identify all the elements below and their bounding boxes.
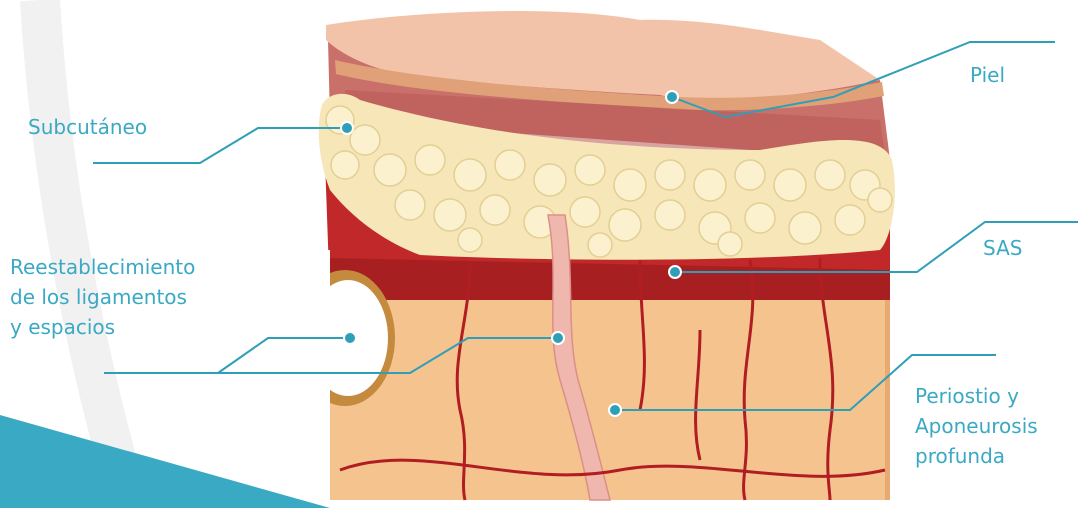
label-piel: Piel: [970, 60, 1005, 90]
label-reestablecimiento-line-1: Reestablecimiento: [10, 252, 195, 282]
label-periostio-line-1: Periostio y: [915, 381, 1038, 411]
label-reestablecimiento: Reestablecimiento de los ligamentos y es…: [10, 252, 195, 342]
leader-dot-subcutaneo: [341, 122, 353, 134]
leader-dot-ligament: [552, 332, 564, 344]
skin-block: [280, 11, 895, 500]
label-sas: SAS: [983, 233, 1022, 263]
label-subcutaneo: Subcutáneo: [28, 112, 147, 142]
leader-dot-periostio: [609, 404, 621, 416]
label-reestablecimiento-line-3: y espacios: [10, 312, 195, 342]
label-periostio: Periostio y Aponeurosis profunda: [915, 381, 1038, 471]
leader-dot-sas: [669, 266, 681, 278]
label-periostio-line-3: profunda: [915, 441, 1038, 471]
label-periostio-line-2: Aponeurosis: [915, 411, 1038, 441]
deep-layer-front: [330, 298, 885, 500]
leader-dot-piel: [666, 91, 678, 103]
label-reestablecimiento-line-2: de los ligamentos: [10, 282, 195, 312]
leader-dot-bone: [344, 332, 356, 344]
deep-layer-side: [885, 298, 890, 500]
block-left-cut: [280, 250, 330, 430]
